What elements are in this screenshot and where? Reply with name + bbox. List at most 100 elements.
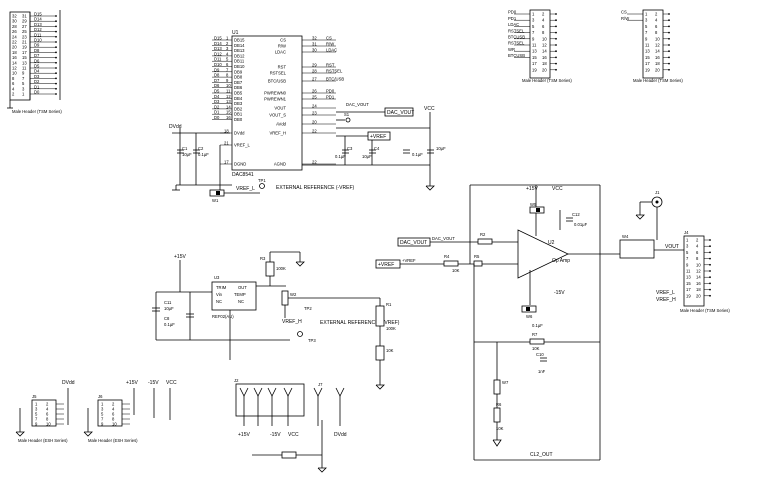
dac-pin-num: 26 <box>312 89 317 94</box>
header-pin: 18 <box>696 287 701 292</box>
plus15v-ref: +15V <box>174 254 186 260</box>
header-pin: 9 <box>532 36 535 41</box>
dac-right-signal: R/W <box>326 42 334 47</box>
header-pin: 1 <box>35 402 38 407</box>
header-pin: 9 <box>35 422 38 427</box>
tp3-ref: TP3 <box>308 338 316 343</box>
header-pin: 10 <box>112 422 117 427</box>
header-top-left-pin: 12 <box>12 66 17 71</box>
ref-pin-out: OUT <box>238 285 247 290</box>
dac-pin-name: DB1 <box>234 112 243 117</box>
dac-right-signal: RST <box>326 63 335 68</box>
c10-ref: C10 <box>536 352 544 357</box>
header-pin: 18 <box>655 61 660 66</box>
opamp-ref: U2 <box>548 240 555 246</box>
header-pin: 2 <box>542 12 545 17</box>
dac-pin-num: 21 <box>224 141 229 146</box>
header-pin: 9 <box>686 262 689 267</box>
header-top-left-signal: D8 <box>34 48 40 53</box>
vcc-op: VCC <box>552 186 563 192</box>
header-pin: 11 <box>645 43 650 48</box>
header-pin: 7 <box>35 417 38 422</box>
header-pin: 2 <box>655 12 658 17</box>
dac-pin-name: DB2 <box>234 106 243 111</box>
dac-pin-num: 20 <box>312 120 317 125</box>
dac-right-signal: PD1 <box>326 95 335 100</box>
header-top-left-pin: 4 <box>12 86 15 91</box>
header-top-mid-body <box>529 9 551 79</box>
dac-pin-name: DB13 <box>234 48 245 53</box>
header-top-left-signal: D4 <box>34 69 40 74</box>
header-pin: 3 <box>686 244 689 249</box>
header-top-left-pin: 20 <box>12 45 17 50</box>
r2-ref: R2 <box>480 232 486 237</box>
dac-part: DAC8541 <box>232 172 254 178</box>
dac-pin-name: AVdd <box>276 122 287 127</box>
header-pin: 8 <box>542 30 545 35</box>
header-pin: 11 <box>532 43 537 48</box>
header-pin: 1 <box>645 12 648 17</box>
dac-left-signal: D1 <box>214 110 220 115</box>
header-pin: 8 <box>696 256 699 261</box>
r6-ref: R6 <box>496 402 502 407</box>
header-pin: 2 <box>46 402 49 407</box>
j7-ref: J7 <box>318 382 323 387</box>
dac-pin-num: 13 <box>226 99 231 104</box>
header-top-left-signal: D9 <box>34 43 40 48</box>
header-top-left-pin: 8 <box>12 76 15 81</box>
header-pin: 5 <box>686 250 689 255</box>
header-top-left-signal: D3 <box>34 74 40 79</box>
dac-vout-flag-2-text: DAC_VOUT <box>400 240 427 246</box>
j6-plus15: +15V <box>126 380 138 386</box>
header-signal: PD0 <box>508 10 517 15</box>
dac-pin-name: RSTSEL <box>270 71 287 76</box>
dac-pin-num: 1 <box>226 36 229 41</box>
r4-val: 10K <box>452 268 460 273</box>
header-pin: 6 <box>542 24 545 29</box>
header-pin: 19 <box>686 293 691 298</box>
ref02-part: REF02(AU) <box>212 314 234 319</box>
dac-pin-num: 12 <box>226 94 231 99</box>
header-signal: LDAC <box>508 22 519 27</box>
header-pin: 6 <box>112 412 115 417</box>
r1-val: 100K <box>386 326 396 331</box>
header-top-right-body <box>642 9 664 79</box>
header-pin: 7 <box>645 30 648 35</box>
header-pin: 17 <box>645 61 650 66</box>
j1-ref: J1 <box>655 190 660 195</box>
header-top-left-pin: 7 <box>22 76 25 81</box>
dac-left-signal: D7 <box>214 78 220 83</box>
c3-ref: C3 <box>347 146 353 151</box>
dac-pin-name: RST <box>278 65 287 70</box>
minus15v-op: -15V <box>554 290 565 296</box>
header-top-left-pin: 18 <box>12 50 17 55</box>
header-top-left-label: Male Header (TSM Series) <box>12 109 62 114</box>
ref-pin-temp: TEMP <box>234 292 246 297</box>
dac-right-signal: RSTSEL <box>326 69 343 74</box>
ext-ref-2: EXTERNAL REFERENCE (+VREF) <box>320 320 400 326</box>
header-pin: 2 <box>696 238 699 243</box>
ext-ref-1: EXTERNAL REFERENCE (-VREF) <box>276 185 354 191</box>
header-top-left-signal: D1 <box>34 84 40 89</box>
header-signal: PD1 <box>508 16 517 21</box>
plus15v-op: +15V <box>526 186 538 192</box>
dac-pin-num: 7 <box>226 67 229 72</box>
dac-pin-name: VREF_L <box>234 143 250 148</box>
r4-ref: R4 <box>444 254 450 259</box>
j4-ref: J4 <box>684 230 689 235</box>
w8-jumper <box>281 451 297 459</box>
dac-pin-num: 6 <box>226 62 229 67</box>
opamp-label: Op Amp <box>552 258 570 264</box>
header-pin: 1 <box>532 12 535 17</box>
w7-ref: W7 <box>502 380 509 385</box>
header-pin: 14 <box>542 49 547 54</box>
header-j6-label: Male Header (ESH Series) <box>88 438 138 443</box>
c2-ref: C2 <box>198 146 204 151</box>
header-pin: 8 <box>46 417 49 422</box>
r7-ref: R7 <box>532 332 538 337</box>
c8-ref: C8 <box>164 316 170 321</box>
dac-pin-num: 15 <box>226 110 231 115</box>
header-pin: 7 <box>532 30 535 35</box>
